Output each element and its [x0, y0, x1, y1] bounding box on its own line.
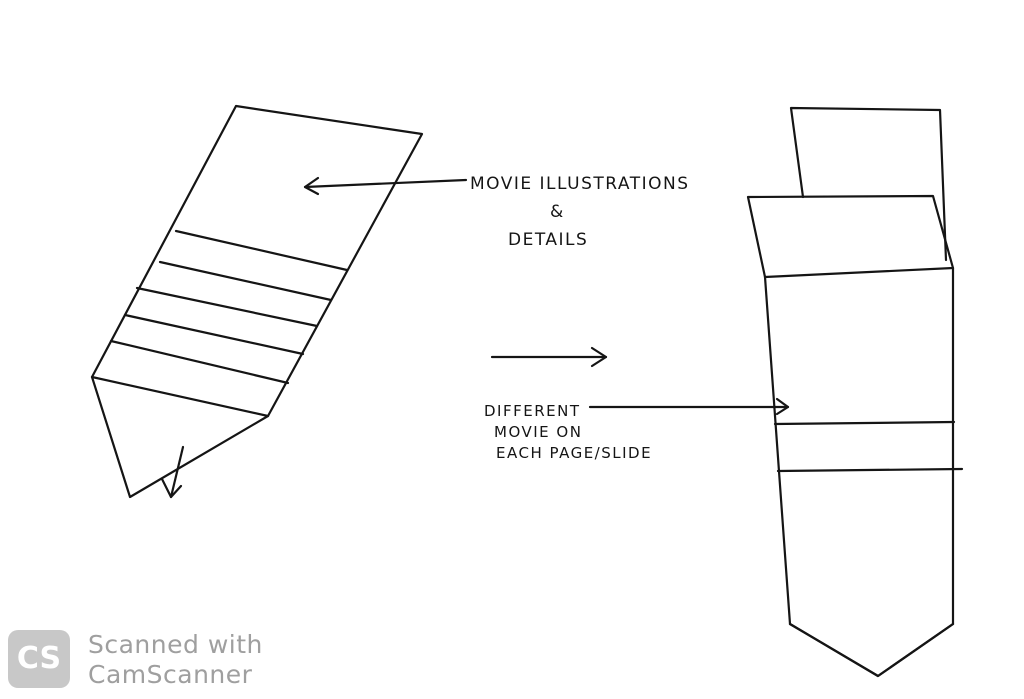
right-card-body [763, 266, 955, 678]
annotation-movie-illustrations: MOVIE ILLUSTRATIONS [470, 174, 690, 194]
camscanner-watermark: CS Scanned with CamScanner [8, 630, 268, 690]
right-back-card [789, 106, 948, 262]
left-card-pointed-bottom [90, 375, 270, 499]
annotation-details: DETAILS [508, 230, 589, 250]
transition-arrow-icon [490, 346, 608, 368]
annotation-ampersand: & [550, 202, 565, 222]
camscanner-logo-letters: CS [16, 641, 62, 676]
pointer-arrow-illustrations [303, 176, 468, 196]
right-card-header [746, 194, 955, 279]
scroll-down-arrow-icon [160, 445, 185, 499]
right-card-row-line [773, 420, 956, 426]
pointer-arrow-different [588, 397, 790, 416]
right-card-pointed-bottom [788, 622, 955, 678]
left-card-wireframe [90, 104, 424, 499]
camscanner-logo-icon [8, 630, 70, 688]
watermark-line-2: CamScanner [88, 660, 253, 689]
right-card-row-line [776, 467, 964, 473]
left-card-row-line [109, 339, 290, 385]
left-card-row-line [158, 260, 333, 302]
left-card-row-line [123, 313, 305, 356]
right-card-wireframe [746, 106, 964, 678]
watermark-line-1: Scanned with [88, 630, 263, 659]
annotation-each-page-slide: EACH PAGE/SLIDE [496, 444, 653, 462]
left-card-row-line [135, 286, 319, 328]
left-card-outline [90, 104, 424, 418]
annotation-movie-on: MOVIE ON [494, 423, 583, 441]
left-card-row-line [174, 229, 349, 272]
annotation-different: DIFFERENT [484, 402, 581, 420]
